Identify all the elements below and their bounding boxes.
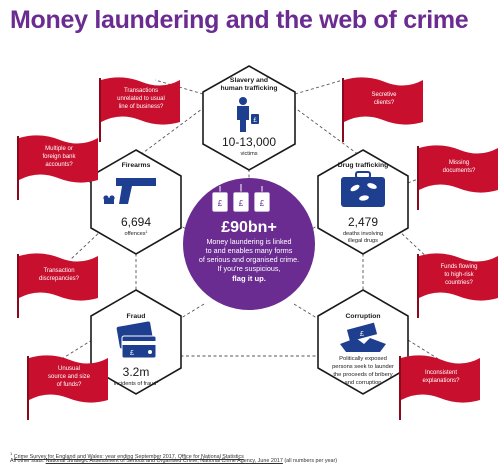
slavery-caption: victims	[240, 151, 257, 157]
svg-text:£: £	[218, 199, 223, 208]
fraud-stat: 3.2m	[123, 365, 150, 379]
money-bags-icon: £ £ £	[211, 184, 271, 213]
svg-text:£: £	[130, 350, 134, 357]
footnote-1: 1 Crime Survey for England and Wales: ye…	[10, 451, 244, 460]
flag-left-1-line-2: unrelated to usual	[117, 96, 165, 102]
money-handshake-icon: £	[340, 322, 386, 352]
drugs-caption-1: deaths involving	[343, 231, 383, 237]
flag-right-4-line-2: explanations?	[422, 378, 460, 384]
footnote-2-suffix: (all numbers per year)	[282, 458, 338, 464]
flag-left-2-line-3: accounts?	[45, 162, 73, 168]
slavery-title-2: human trafficking	[220, 85, 277, 92]
footnote-1-link[interactable]: Crime Survey for England and Wales: year…	[13, 453, 244, 460]
slavery-title-1: Slavery and	[230, 77, 268, 84]
hex-corruption	[317, 289, 409, 395]
flag-left-2-line-2: foreign bank	[42, 154, 76, 160]
footnote-2-link[interactable]: National Strategic Assessment of Serious…	[45, 458, 283, 464]
corruption-caption-4: and corruption	[344, 380, 381, 386]
corruption-caption-1: Politically exposed	[339, 356, 387, 362]
corruption-title: Corruption	[345, 313, 380, 320]
flag-right-1-line-2: clients?	[374, 100, 395, 106]
svg-text:£: £	[239, 199, 244, 208]
flag-left-4-line-1: Unusual	[58, 366, 80, 372]
credit-cards-icon: £	[116, 321, 157, 359]
fraud-caption: incidents of fraud1	[114, 380, 159, 387]
flag-left-3-line-2: discrepancies?	[39, 276, 80, 282]
drugs-title: Drug trafficking	[338, 162, 389, 169]
flag-left-3	[17, 252, 99, 319]
svg-text:£: £	[360, 331, 364, 338]
flag-left-4-line-2: source and size	[48, 374, 91, 380]
centre-line1: Money laundering is linked	[206, 237, 291, 246]
footnote-2: All other stats: National Strategic Asse…	[10, 458, 337, 464]
drugs-stat: 2,479	[348, 215, 378, 229]
flag-right-2-line-2: documents?	[443, 168, 476, 174]
slavery-stat: 10-13,000	[222, 135, 276, 149]
page-title: Money laundering and the web of crime	[10, 6, 469, 34]
flag-right-4-line-1: Inconsistent	[425, 370, 457, 376]
flag-left-1-line-1: Transactions	[124, 88, 158, 94]
firearms-caption: offences1	[125, 230, 148, 237]
centre-line2: to and enables many forms	[206, 246, 293, 255]
flag-right-1	[342, 76, 424, 143]
flag-right-2-line-1: Missing	[449, 160, 469, 166]
footnote-1-marker: 1	[10, 451, 13, 456]
centre-line3: of serious and organised crime.	[199, 255, 299, 264]
flag-left-4-line-3: of funds?	[57, 382, 82, 388]
flag-right-1-line-1: Secretive	[371, 92, 397, 98]
handgun-icon	[103, 178, 156, 204]
flag-left-1-line-3: line of business?	[119, 104, 164, 110]
flag-right-3-line-1: Funds flowing	[440, 264, 477, 270]
fraud-title: Fraud	[127, 313, 146, 320]
drugs-caption-2: illegal drugs	[348, 238, 378, 244]
centre-line4: If you're suspicious,	[218, 264, 281, 273]
flag-right-3-line-2: to high-risk	[444, 272, 474, 278]
suitcase-with-pills-icon	[341, 171, 385, 207]
flag-right-3-line-3: countries?	[445, 280, 473, 286]
footnote-2-prefix: All other stats:	[10, 458, 46, 464]
person-with-bag-icon: £	[237, 97, 259, 132]
centre-cta: flag it up.	[232, 274, 266, 283]
flag-right-4	[399, 354, 481, 421]
flag-right-2	[417, 144, 499, 211]
firearms-title: Firearms	[122, 162, 151, 169]
flag-left-2-line-1: Multiple or	[45, 146, 73, 152]
corruption-caption-3: the proceeds of bribery	[333, 372, 392, 378]
svg-text:£: £	[253, 118, 257, 124]
centre-headline: £90bn+	[221, 219, 277, 236]
flag-left-3-line-1: Transaction	[43, 268, 74, 274]
svg-text:£: £	[260, 199, 265, 208]
firearms-stat: 6,694	[121, 215, 151, 229]
corruption-caption-2: persons seek to launder	[332, 364, 394, 370]
